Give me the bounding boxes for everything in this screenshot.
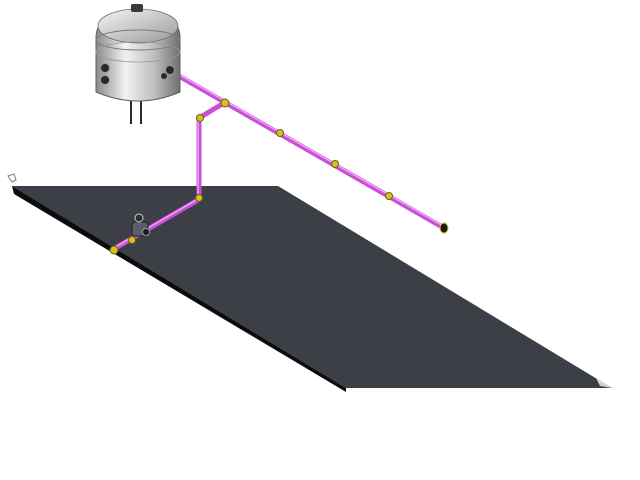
header-end-cap — [439, 222, 449, 234]
vessel-nozzle-icon-1 — [100, 63, 110, 73]
valve-handwheel-icon — [134, 213, 144, 223]
vertical-riser-pipe — [195, 100, 227, 202]
valve-port-icon — [142, 228, 150, 236]
floor-run-pipe — [109, 197, 201, 255]
slab-corner-marker-icon — [7, 173, 17, 183]
concrete-slab — [7, 173, 612, 392]
slab-front-edge — [12, 186, 346, 392]
header-segment — [169, 69, 447, 231]
vessel-top-dome — [97, 8, 179, 44]
header-highlight — [171, 69, 445, 228]
floor-pipe-end-fitting — [109, 245, 119, 255]
header-fitting-3 — [385, 192, 393, 200]
riser-bottom-fitting — [195, 194, 203, 202]
gate-valve — [131, 213, 150, 237]
vessel-top-nozzle — [131, 4, 143, 12]
header-fitting-1 — [276, 129, 284, 137]
riser-elbow-segment — [196, 100, 227, 121]
header-fitting-2 — [331, 160, 339, 168]
floor-pipe-segment — [109, 197, 201, 253]
vessel-band-lower — [95, 41, 181, 63]
vessel-nozzle-icon-4 — [161, 73, 167, 79]
riser-elbow-fitting — [196, 114, 204, 122]
vessel-nozzle-icon-3 — [165, 65, 175, 75]
floor-pipe-highlight — [111, 198, 199, 250]
pressure-vessel-tank — [95, 4, 181, 124]
vessel-nozzle-icon-2 — [100, 75, 110, 85]
horizontal-header-pipe — [169, 69, 449, 234]
vessel-band — [95, 29, 181, 51]
slab-right-edge-highlight — [596, 378, 612, 388]
slab-top-face — [12, 186, 612, 388]
floor-pipe-fitting-2 — [128, 236, 136, 244]
header-tee-fitting — [220, 98, 230, 108]
